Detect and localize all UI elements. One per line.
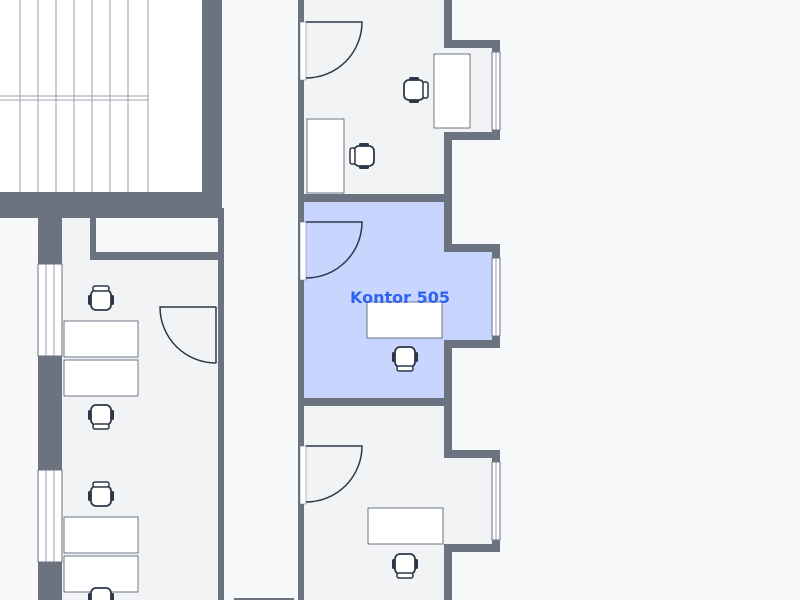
desk <box>63 555 139 593</box>
door-office-top <box>299 21 363 81</box>
window-office-top <box>491 51 501 131</box>
desk <box>63 320 139 358</box>
left-window-upper <box>37 263 63 357</box>
chair-icon <box>88 404 114 430</box>
desk <box>63 516 139 554</box>
corridor-wall-left <box>218 208 224 600</box>
chair-icon <box>349 143 375 169</box>
door-kontor-505 <box>299 221 363 281</box>
desk <box>366 301 443 339</box>
stairwell <box>0 0 222 218</box>
chair-icon <box>392 346 418 372</box>
room-kontor-505[interactable] <box>304 202 492 398</box>
window-kontor-505 <box>491 257 501 337</box>
office-bottom[interactable] <box>304 406 492 600</box>
room-label-kontor-505: Kontor 505 <box>350 288 450 307</box>
left-window-lower <box>37 469 63 563</box>
office-top[interactable] <box>304 0 492 194</box>
window-office-bottom <box>491 461 501 541</box>
desk <box>367 507 444 545</box>
chair-icon <box>88 285 114 311</box>
door-office-bottom <box>299 445 363 505</box>
chair-icon <box>403 77 429 103</box>
chairs-layer <box>88 77 429 600</box>
chair-icon <box>392 553 418 579</box>
corridor-floor <box>224 0 298 600</box>
desk <box>306 118 345 194</box>
desk <box>433 53 471 129</box>
chair-icon <box>88 481 114 507</box>
chair-icon <box>88 587 114 600</box>
desk <box>63 359 139 397</box>
corridor-step <box>234 598 294 600</box>
